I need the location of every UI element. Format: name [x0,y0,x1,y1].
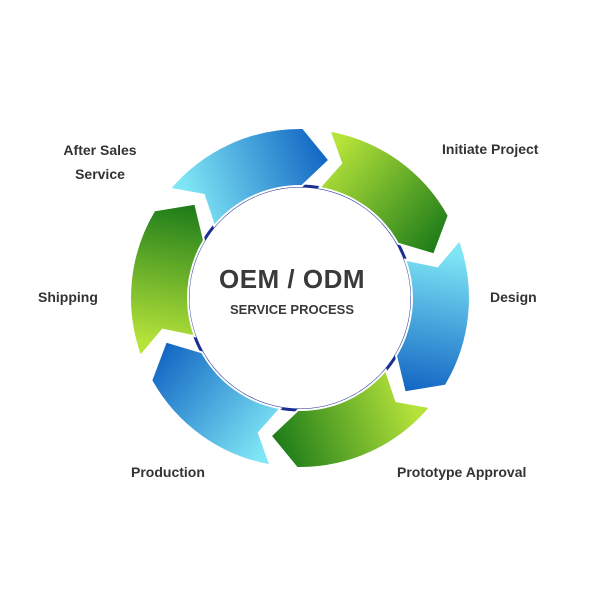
cycle-arrow-design [394,237,471,394]
step-label-design: Design [490,289,537,305]
cycle-arrow-after-sales-service [167,126,331,229]
center-subtitle: SERVICE PROCESS [229,302,355,317]
step-label-production: Production [131,464,205,480]
step-label-shipping: Shipping [38,289,98,305]
inner-ring-outline [186,184,414,412]
step-label-initiate-project: Initiate Project [442,141,539,157]
step-label-after-sales-service: After Sales Service [63,142,137,182]
cycle-arrow-prototype-approval [269,367,433,470]
cycle-arrow-shipping [129,202,206,359]
step-label-prototype-approval: Prototype Approval [397,464,527,480]
center-title: OEM / ODM [218,264,366,294]
cycle-arrow-production [150,340,283,467]
cycle-arrow-initiate-project [317,129,450,256]
